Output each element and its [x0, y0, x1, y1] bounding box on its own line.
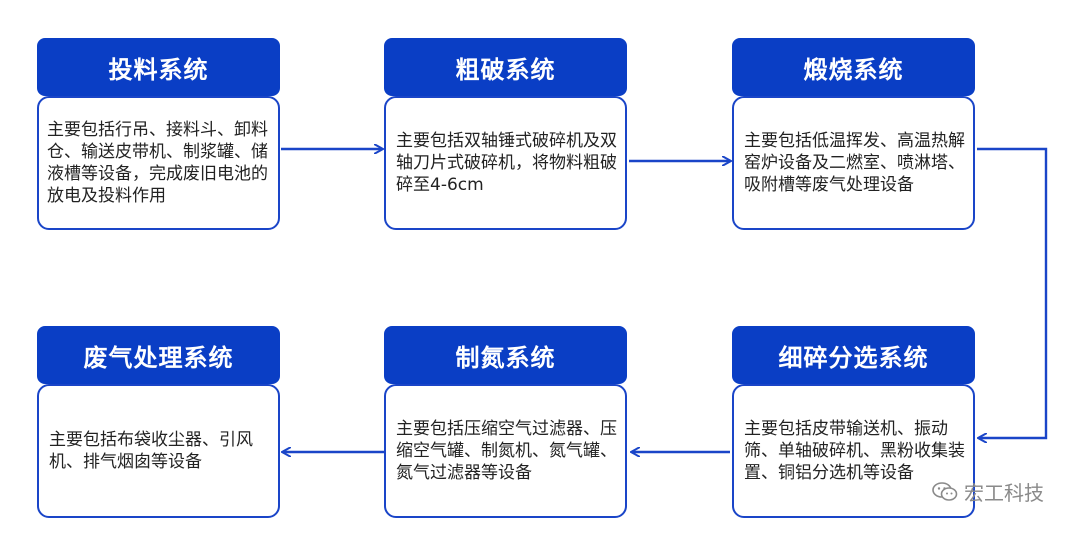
step-1-title: 投料系统: [37, 38, 280, 96]
step-3-description: 主要包括低温挥发、高温热解窑炉设备及二燃室、喷淋塔、吸附槽等废气处理设备: [744, 131, 965, 195]
step-6-description: 主要包括布袋收尘器、引风机、排气烟囱等设备: [49, 430, 253, 472]
wechat-icon: [932, 481, 958, 501]
step-1-box: 主要包括行吊、接料斗、卸料仓、输送皮带机、制浆罐、储液槽等设备，完成废旧电池的放…: [37, 96, 280, 230]
step-4-description: 主要包括皮带输送机、振动筛、单轴破碎机、黑粉收集装置、铜铝分选机等设备: [744, 419, 965, 483]
step-5-description: 主要包括压缩空气过滤器、压缩空气罐、制氮机、氮气罐、氮气过滤器等设备: [396, 419, 617, 483]
arrow-3-to-4: [977, 147, 1048, 438]
step-5-title: 制氮系统: [384, 326, 627, 384]
step-6-box: 主要包括布袋收尘器、引风机、排气烟囱等设备: [37, 384, 280, 518]
step-6-title: 废气处理系统: [37, 326, 280, 384]
step-4-box: 主要包括皮带输送机、振动筛、单轴破碎机、黑粉收集装置、铜铝分选机等设备: [732, 384, 975, 518]
watermark: 宏工科技: [932, 477, 1044, 506]
step-3-title: 煅烧系统: [732, 38, 975, 96]
step-2-title: 粗破系统: [384, 38, 627, 96]
step-3-box: 主要包括低温挥发、高温热解窑炉设备及二燃室、喷淋塔、吸附槽等废气处理设备: [732, 96, 975, 230]
step-2-description: 主要包括双轴锤式破碎机及双轴刀片式破碎机，将物料粗破碎至4-6cm: [396, 131, 617, 195]
step-1-description: 主要包括行吊、接料斗、卸料仓、输送皮带机、制浆罐、储液槽等设备，完成废旧电池的放…: [47, 120, 268, 206]
step-4-title: 细碎分选系统: [732, 326, 975, 384]
step-2-box: 主要包括双轴锤式破碎机及双轴刀片式破碎机，将物料粗破碎至4-6cm: [384, 96, 627, 230]
watermark-text: 宏工科技: [964, 481, 1044, 505]
step-5-box: 主要包括压缩空气过滤器、压缩空气罐、制氮机、氮气罐、氮气过滤器等设备: [384, 384, 627, 518]
